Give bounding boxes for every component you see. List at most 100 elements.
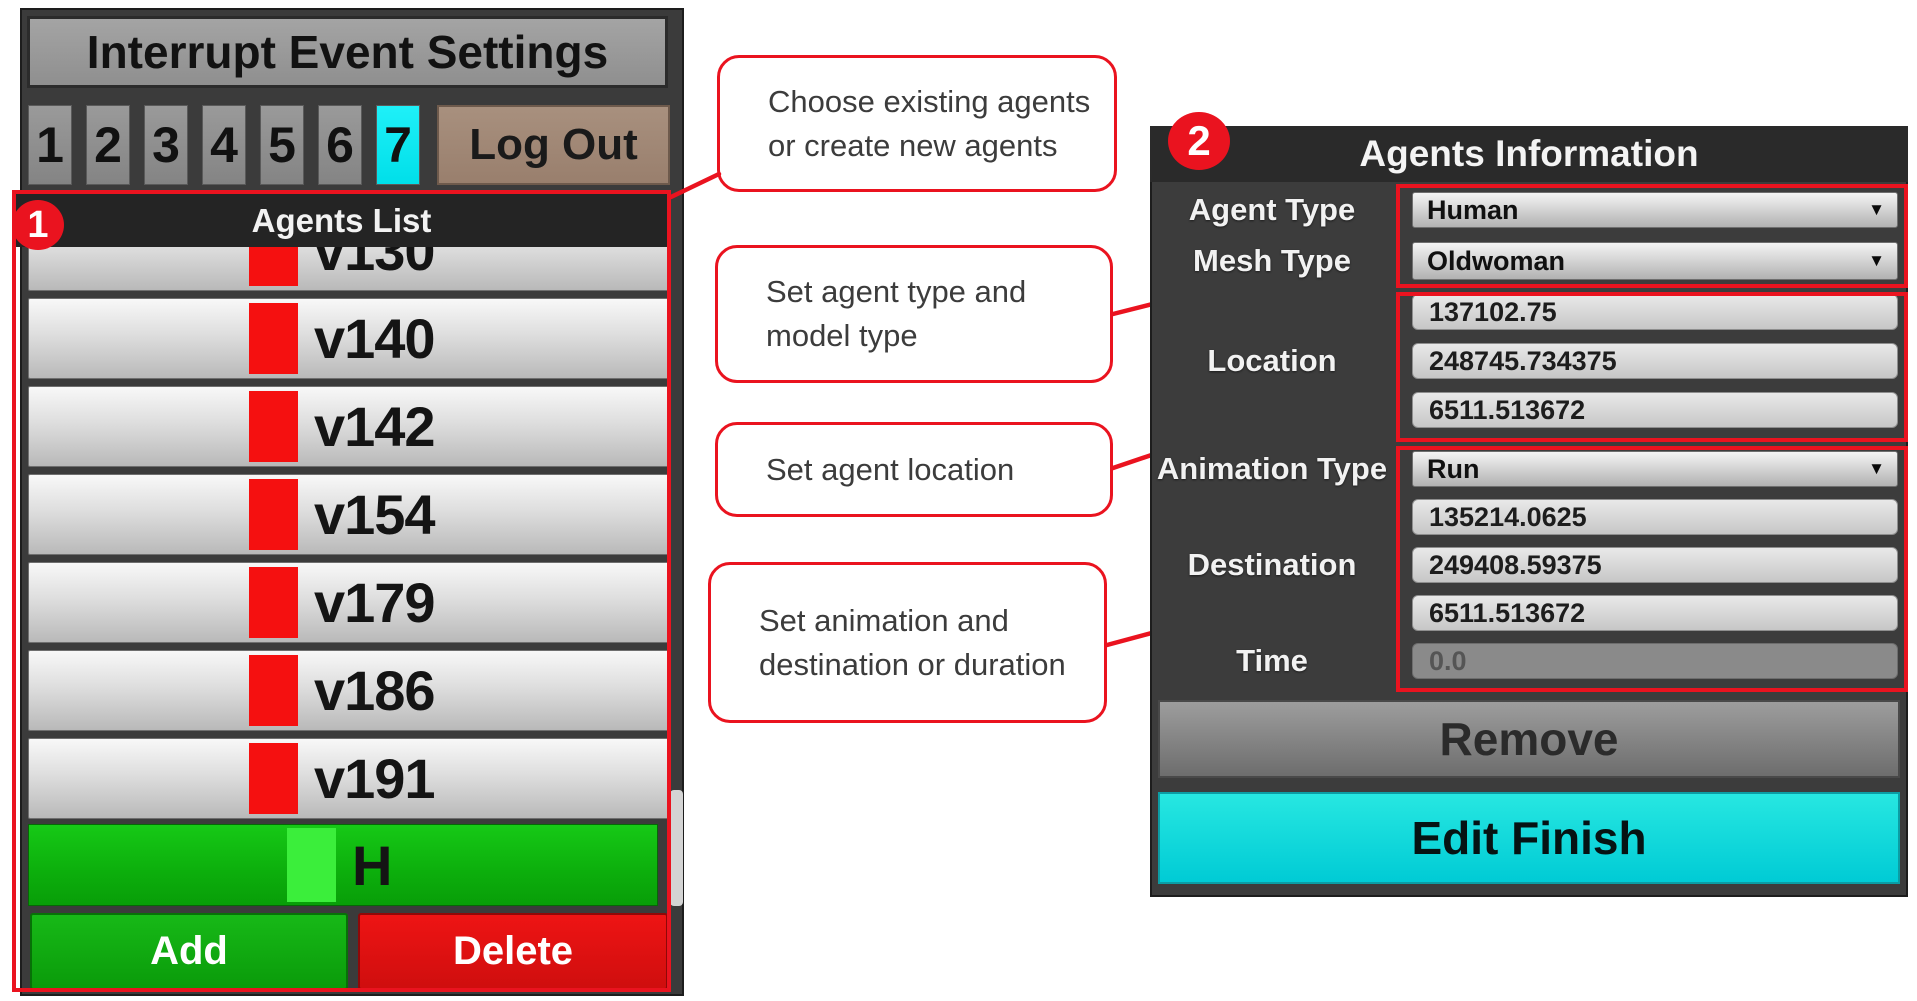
agent-type-dropdown[interactable]: Human ▼ — [1412, 192, 1898, 228]
callout-line: Set animation and — [759, 602, 1009, 638]
agents-information-title: Agents Information — [1359, 133, 1699, 174]
tab-6[interactable]: 6 — [318, 105, 362, 185]
destination-label: Destination — [1152, 547, 1392, 583]
destination-x-input[interactable] — [1412, 499, 1898, 535]
agent-status-stripe — [249, 567, 298, 638]
agent-list-item[interactable]: v140 — [28, 298, 671, 379]
delete-button-label: Delete — [452, 929, 574, 973]
agent-status-stripe — [249, 655, 298, 726]
agent-status-stripe — [249, 743, 298, 814]
tab-4[interactable]: 4 — [202, 105, 246, 185]
tab-6-label: 6 — [326, 117, 354, 173]
agents-list-title: Agents List — [251, 201, 432, 239]
tab-7-label: 7 — [384, 117, 412, 173]
step-badge-1-label: 1 — [27, 203, 49, 246]
tab-2-label: 2 — [94, 117, 122, 173]
annotation-box-type-dropdowns — [1396, 184, 1908, 288]
location-y-input[interactable] — [1412, 343, 1898, 379]
tab-2[interactable]: 2 — [86, 105, 130, 185]
callout-line: Choose existing agents — [768, 83, 1091, 119]
agent-list-item[interactable]: v130 — [28, 247, 671, 291]
agents-list-header: Agents List — [16, 194, 667, 247]
label-text: Location — [1207, 343, 1337, 378]
agents-information-header: Agents Information — [1150, 126, 1908, 182]
location-label: Location — [1152, 343, 1392, 379]
agent-item-label: v179 — [314, 571, 436, 634]
selected-agent-label: H — [352, 833, 392, 897]
animation-type-value: Run — [1427, 453, 1480, 484]
step-badge-1: 1 — [12, 200, 64, 250]
agent-item-label: v154 — [314, 483, 436, 546]
destination-y-input[interactable] — [1412, 547, 1898, 583]
agent-list-item[interactable]: v191 — [28, 738, 671, 819]
chevron-down-icon: ▼ — [1868, 200, 1885, 219]
agent-list-item[interactable]: v186 — [28, 650, 671, 731]
label-text: Time — [1236, 643, 1308, 678]
tab-3-label: 3 — [152, 117, 180, 173]
agents-list: v130 v140 v142 v154 v179 v186 v191 — [16, 247, 671, 820]
log-out-label: Log Out — [469, 120, 638, 169]
tab-3[interactable]: 3 — [144, 105, 188, 185]
annotation-box-location — [1396, 292, 1908, 442]
callout-line: or create new agents — [768, 127, 1058, 163]
remove-button-label: Remove — [1439, 713, 1619, 765]
tab-1-label: 1 — [36, 117, 64, 173]
label-text: Agent Type — [1188, 192, 1356, 227]
mesh-type-value: Oldwoman — [1427, 245, 1566, 276]
agent-status-stripe — [249, 391, 298, 462]
agent-item-label: v130 — [314, 247, 436, 282]
agent-status-stripe — [249, 303, 298, 374]
agent-list-item[interactable]: v179 — [28, 562, 671, 643]
location-x-input[interactable] — [1412, 294, 1898, 330]
chevron-down-icon: ▼ — [1868, 459, 1885, 478]
mesh-type-dropdown[interactable]: Oldwoman ▼ — [1412, 242, 1898, 280]
destination-z-input[interactable] — [1412, 595, 1898, 631]
agent-type-label: Agent Type — [1152, 192, 1392, 228]
label-text: Animation Type — [1156, 451, 1388, 486]
location-z-input[interactable] — [1412, 392, 1898, 428]
agent-status-stripe — [249, 479, 298, 550]
delete-button[interactable]: Delete — [358, 913, 668, 990]
step-badge-2-label: 2 — [1187, 117, 1211, 164]
chevron-down-icon: ▼ — [1868, 251, 1885, 270]
agent-type-value: Human — [1427, 194, 1519, 225]
agent-status-stripe — [249, 247, 298, 286]
remove-button[interactable]: Remove — [1158, 700, 1900, 778]
step-badge-2: 2 — [1168, 112, 1230, 170]
edit-finish-button[interactable]: Edit Finish — [1158, 792, 1900, 884]
callout-agent-type: Set agent type and model type — [715, 245, 1113, 383]
time-label: Time — [1152, 643, 1392, 679]
animation-type-dropdown[interactable]: Run ▼ — [1412, 451, 1898, 487]
agent-item-label: v186 — [314, 659, 436, 722]
mesh-type-label: Mesh Type — [1152, 242, 1392, 280]
annotation-box-agents-list — [12, 190, 671, 992]
list-scrollbar[interactable] — [670, 790, 683, 906]
callout-animation-destination: Set animation and destination or duratio… — [708, 562, 1107, 723]
agent-list-item[interactable]: v142 — [28, 386, 671, 467]
add-button[interactable]: Add — [30, 913, 348, 990]
label-text: Mesh Type — [1193, 243, 1351, 278]
tab-1[interactable]: 1 — [28, 105, 72, 185]
tab-7-active[interactable]: 7 — [376, 105, 420, 185]
callout-line: model type — [766, 318, 918, 353]
edit-finish-button-label: Edit Finish — [1411, 812, 1647, 864]
callout-line: Set agent location — [766, 451, 1015, 487]
time-input — [1412, 643, 1898, 679]
callout-agent-location: Set agent location — [715, 422, 1113, 517]
agent-list-item[interactable]: v154 — [28, 474, 671, 555]
selected-agent-item[interactable]: H — [28, 824, 658, 906]
panel-title-label: Interrupt Event Settings — [86, 26, 609, 78]
annotation-box-animation-destination — [1396, 446, 1908, 692]
agent-item-label: v142 — [314, 395, 436, 458]
animation-type-label: Animation Type — [1140, 451, 1404, 487]
callout-line: destination or duration — [759, 646, 1066, 682]
selected-agent-stripe — [287, 828, 336, 902]
label-text: Destination — [1187, 547, 1357, 582]
tab-4-label: 4 — [210, 117, 238, 173]
agent-item-label: v140 — [314, 307, 436, 370]
callout-line: Set agent type and — [766, 274, 1027, 309]
log-out-button[interactable]: Log Out — [437, 105, 670, 185]
tab-5[interactable]: 5 — [260, 105, 304, 185]
add-button-label: Add — [150, 929, 228, 973]
